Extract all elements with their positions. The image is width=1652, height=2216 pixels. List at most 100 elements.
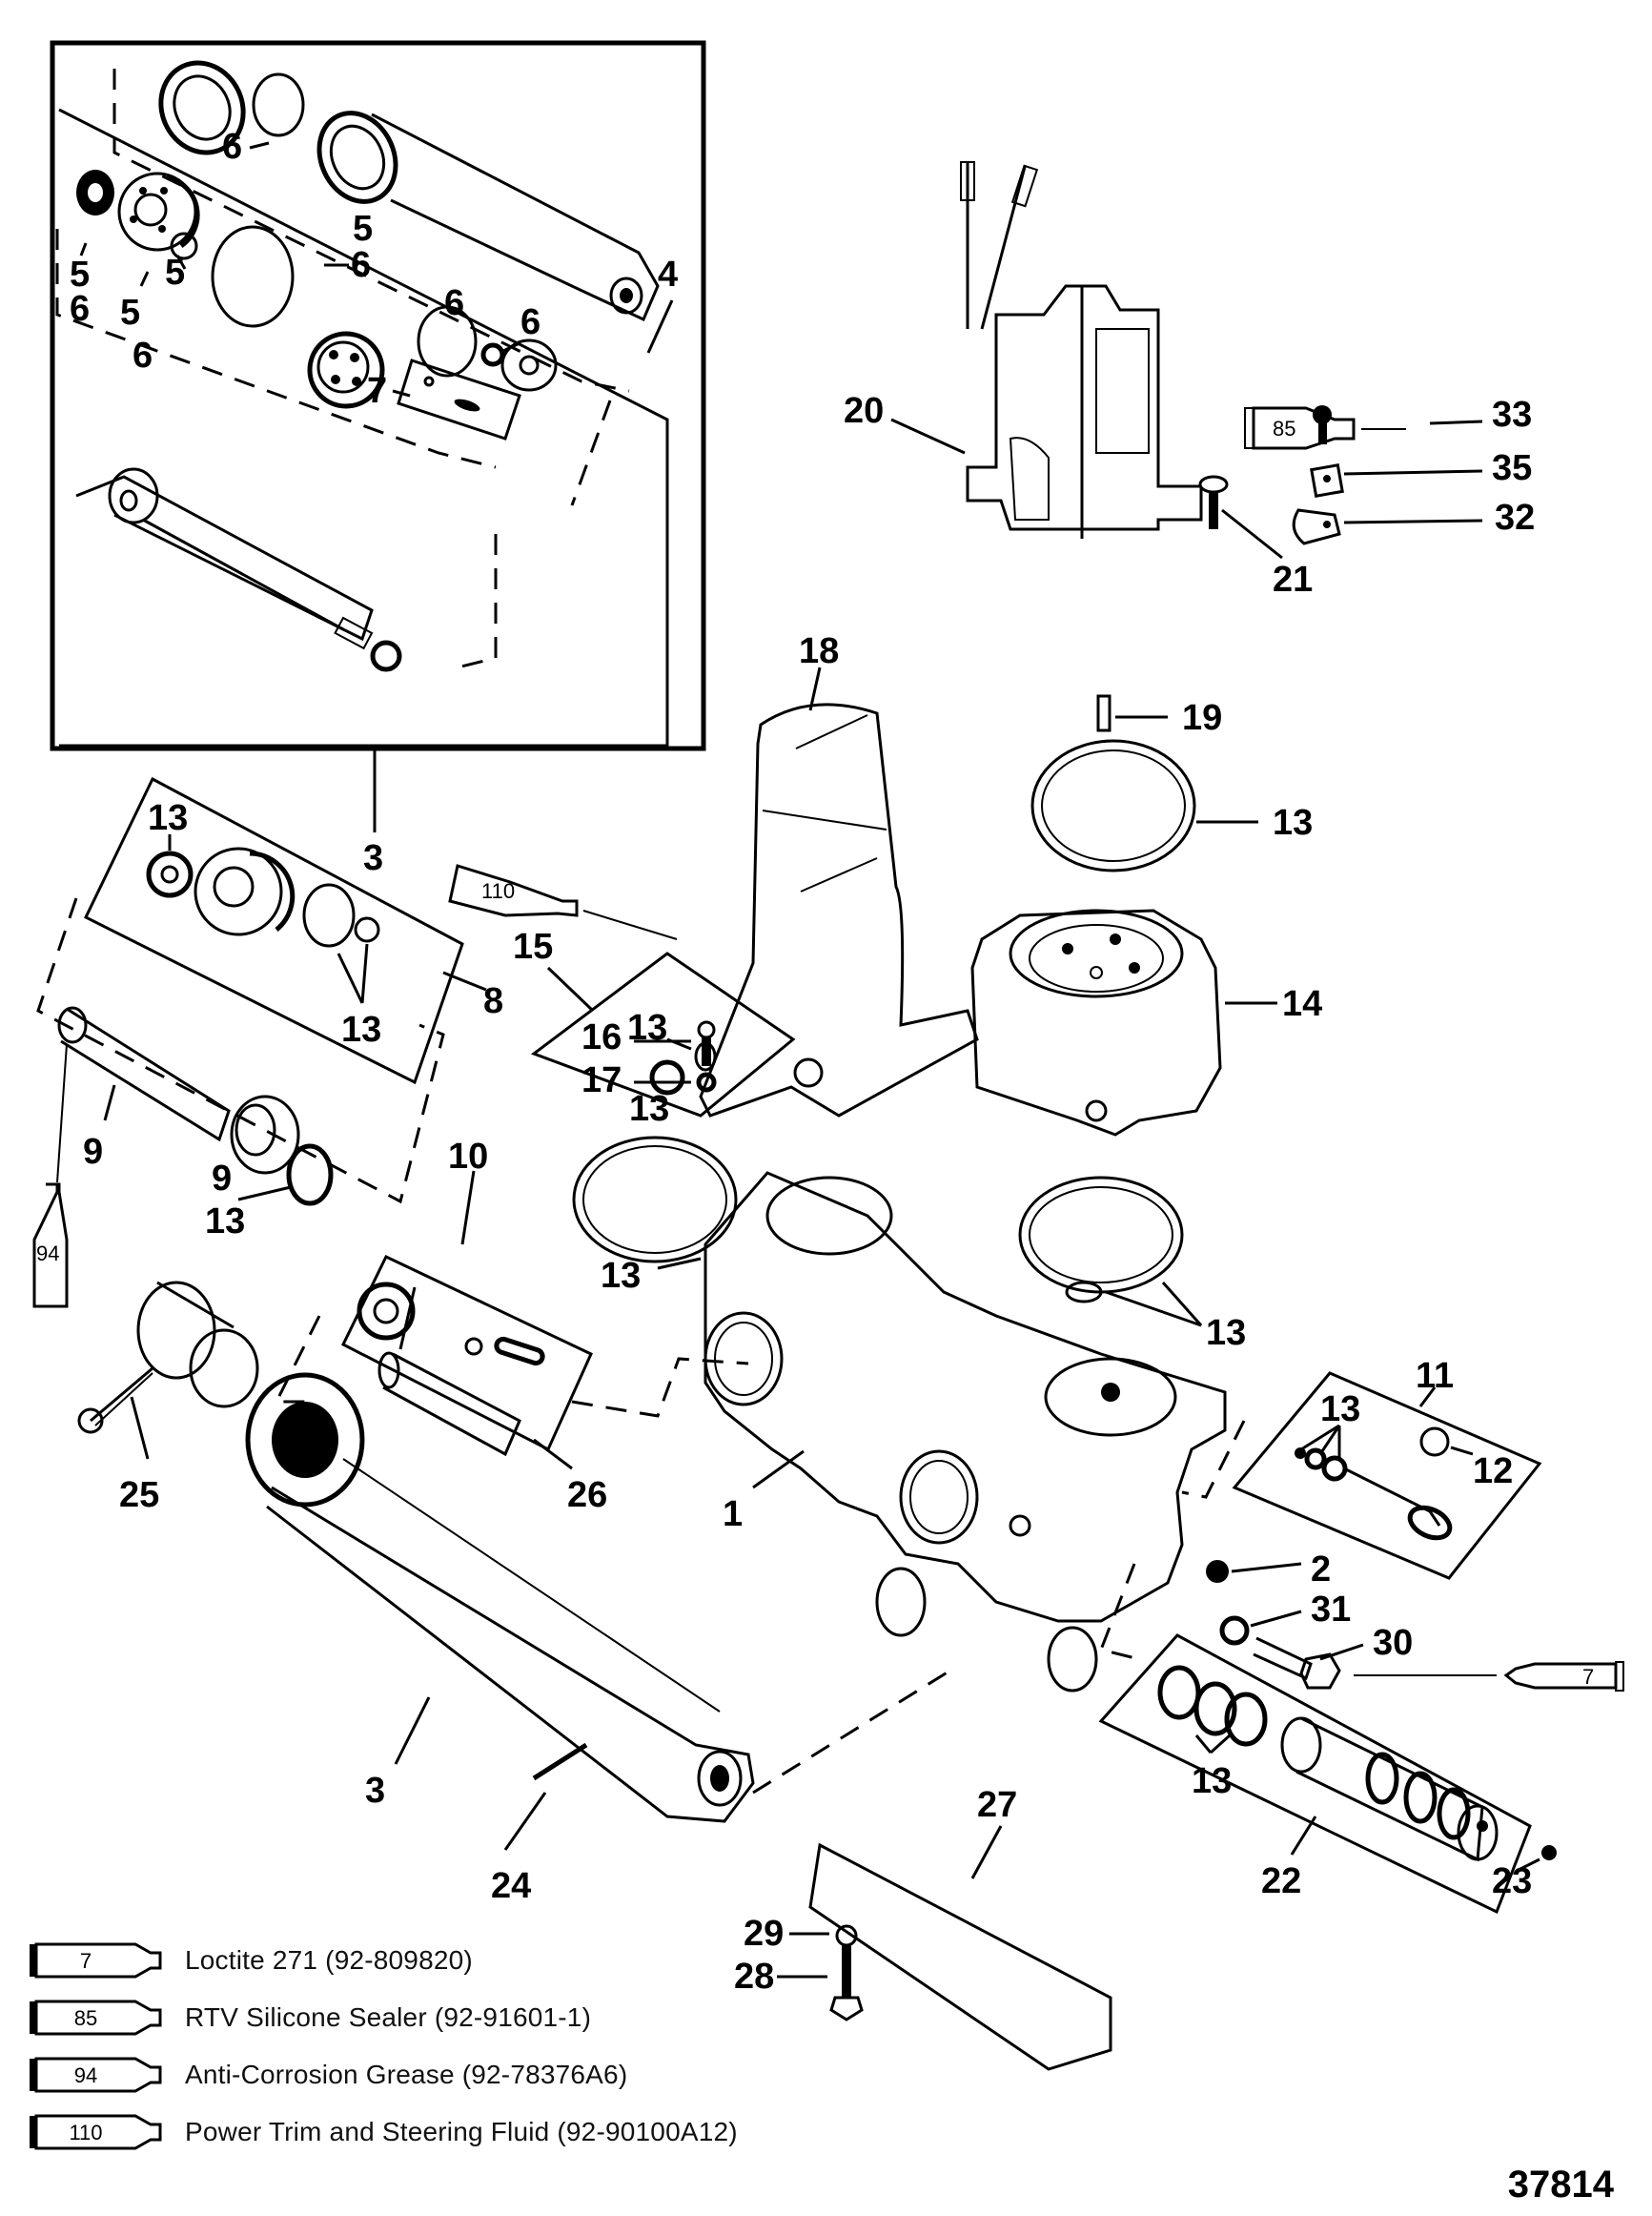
pin-24-icon (532, 1742, 588, 1781)
callout-12: 12 (1473, 1451, 1513, 1491)
callout-6: 6 (444, 283, 464, 323)
callout-10: 10 (448, 1137, 488, 1177)
washer-part (500, 339, 558, 392)
callout-7: 7 (367, 371, 387, 411)
washer-31-icon (1219, 1615, 1250, 1646)
kit4-dashed-lead (570, 400, 612, 506)
part-1-manifold (704, 1171, 1227, 1693)
callout-30: 30 (1373, 1623, 1413, 1663)
nut-35-icon (1310, 463, 1344, 498)
o-ring-6-mid (417, 305, 478, 378)
callout-6: 6 (133, 336, 153, 376)
part-3-cylinder (136, 1281, 755, 1823)
kit-10-dashed-left (274, 1315, 321, 1404)
callout-24: 24 (491, 1866, 531, 1906)
callout-16: 16 (581, 1017, 622, 1057)
svg-text:94: 94 (74, 2063, 97, 2087)
figure-number: 37814 (1507, 2164, 1614, 2206)
kit-4-panel (58, 108, 669, 748)
kit-11-box (1232, 1371, 1542, 1580)
kit-22-dashed (1098, 1563, 1140, 1661)
callout-13: 13 (627, 1008, 667, 1048)
tube-icon: 94 (29, 2056, 172, 2094)
part-18-reservoir (699, 703, 979, 1118)
callout-3: 3 (365, 1771, 385, 1811)
o-ring-6-tiny (480, 342, 505, 367)
callout-23: 23 (1492, 1861, 1532, 1901)
kit-8 (84, 776, 464, 1085)
part-14-pump (970, 909, 1222, 1137)
screw-16-icon (702, 1030, 711, 1066)
plug-icon (649, 1059, 685, 1096)
valve-body (307, 331, 385, 409)
callout-6: 6 (351, 245, 371, 285)
callout-14: 14 (1282, 984, 1322, 1024)
svg-text:94: 94 (36, 1241, 59, 1265)
bolt-30-icon (1253, 1636, 1313, 1681)
callout-5: 5 (165, 253, 185, 293)
callout-21: 21 (1273, 560, 1313, 600)
kit-3-inset: 6 5 6 5 5 6 5 6 6 6 4 7 (50, 40, 706, 751)
callout-32: 32 (1495, 498, 1535, 538)
cylinder-dashed-outline (112, 69, 630, 393)
callout-19: 19 (1182, 698, 1222, 738)
part-26-pin (377, 1351, 521, 1457)
callout-13: 13 (1320, 1389, 1360, 1429)
legend-row: 85 RTV Silicone Sealer (92-91601-1) (29, 1999, 591, 2037)
callout-31: 31 (1311, 1590, 1351, 1630)
piston-rod (75, 467, 402, 672)
svg-text:110: 110 (481, 879, 515, 903)
o-ring-6-top (252, 72, 305, 137)
callout-29: 29 (744, 1914, 784, 1954)
callout-1: 1 (723, 1494, 743, 1534)
callout-28: 28 (734, 1957, 774, 1997)
screw-21-icon (1209, 486, 1218, 529)
screw-33-icon (1318, 408, 1327, 444)
pin-19-icon (1096, 694, 1112, 732)
callout-6: 6 (70, 289, 90, 329)
callout-25: 25 (119, 1475, 159, 1515)
spool-valve (1280, 1716, 1499, 1862)
tube-7-icon: 7 (1354, 1661, 1624, 1692)
o-ring-13 (572, 1136, 738, 1263)
callout-13: 13 (148, 798, 188, 838)
callout-8: 8 (483, 981, 503, 1021)
ball-23-icon (1541, 1845, 1557, 1860)
callout-5: 5 (120, 293, 140, 333)
svg-text:85: 85 (1273, 417, 1295, 441)
legend-row: 94 Anti-Corrosion Grease (92-78376A6) (29, 2056, 627, 2094)
callout-9: 9 (83, 1132, 103, 1172)
legend-label: RTV Silicone Sealer (92-91601-1) (185, 2002, 592, 2032)
callout-18: 18 (799, 631, 839, 671)
legend-label: Loctite 271 (92-809820) (185, 1945, 473, 1975)
callout-6: 6 (222, 127, 242, 167)
callout-13: 13 (1273, 803, 1313, 843)
callout-13: 13 (629, 1089, 669, 1129)
callout-27: 27 (977, 1785, 1017, 1825)
svg-text:85: 85 (74, 2006, 97, 2030)
callout-13: 13 (601, 1256, 641, 1296)
kit-22-box (1098, 1633, 1532, 1915)
o-ring-5-small (170, 232, 198, 260)
o-ring-13-mid (1018, 1176, 1184, 1294)
svg-text:110: 110 (69, 2121, 102, 2144)
tube-icon: 110 (29, 2113, 172, 2151)
tube-icon: 7 (29, 1941, 172, 1980)
tube-icon: 85 (29, 1999, 172, 2037)
callout-13: 13 (205, 1201, 245, 1241)
callout-22: 22 (1261, 1861, 1301, 1901)
callout-26: 26 (567, 1475, 607, 1515)
callout-2: 2 (1311, 1549, 1331, 1590)
pin-25-icon (90, 1366, 153, 1423)
callout-5: 5 (353, 209, 373, 249)
callout-13: 13 (1206, 1313, 1246, 1353)
callout-35: 35 (1492, 448, 1532, 488)
inset-frame (50, 40, 706, 751)
kit-9-dashed (36, 897, 445, 1204)
cylinder-tube (158, 60, 660, 322)
clamp-32-icon (1292, 508, 1341, 545)
o-ring-13-upper (1030, 739, 1196, 872)
legend-label: Anti-Corrosion Grease (92-78376A6) (185, 2060, 628, 2089)
part-27-block (808, 1842, 1112, 2071)
